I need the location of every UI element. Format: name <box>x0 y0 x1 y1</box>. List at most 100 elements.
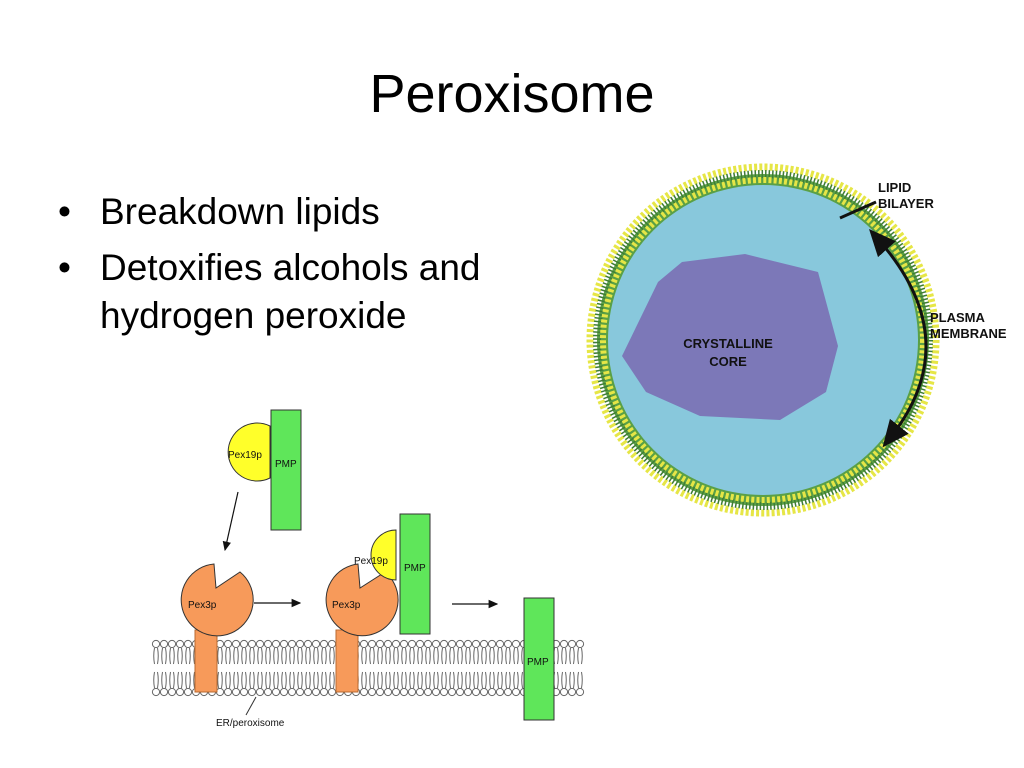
lipid-tail <box>405 671 407 689</box>
lipid-tail <box>461 671 463 689</box>
lipid-tail <box>301 647 303 665</box>
lipid-tail <box>469 647 471 665</box>
lipid-tail <box>481 647 483 665</box>
lipid-head <box>167 687 177 697</box>
lipid-tail <box>381 671 383 689</box>
lipid-tail <box>153 671 155 689</box>
lipid-tail <box>557 647 559 665</box>
lipid-tail <box>421 647 423 665</box>
lipid-tail <box>577 647 579 665</box>
lipid-head <box>511 687 521 697</box>
lipid-tail <box>221 647 223 665</box>
lipid-tail <box>461 647 463 665</box>
bullet-dot: • <box>58 247 71 288</box>
lipid-tail <box>165 671 167 689</box>
lipid-tail <box>425 647 427 665</box>
lipid-tail <box>321 671 323 689</box>
lipid-tail <box>397 647 399 665</box>
pex19p-pmp-complex: PMP Pex19p <box>227 409 302 531</box>
lipid-tail <box>373 647 375 665</box>
lipid-head <box>295 639 305 649</box>
lipid-tail <box>505 671 507 689</box>
lipid-tail <box>233 647 235 665</box>
lipid-head <box>367 639 377 649</box>
lipid-head <box>239 639 249 649</box>
lipid-head <box>367 687 377 697</box>
lipid-head <box>183 687 193 697</box>
lipid-head <box>151 639 161 649</box>
lipid-tail <box>421 671 423 689</box>
lipid-tail <box>225 647 227 665</box>
lipid-head <box>575 687 585 697</box>
lipid-tail <box>237 647 239 665</box>
lipid-tail <box>173 647 175 665</box>
lipid-tail <box>565 671 567 689</box>
lipid-head <box>319 687 329 697</box>
lipid-tail <box>501 647 503 665</box>
lipid-tail <box>513 671 515 689</box>
lipid-head <box>479 687 489 697</box>
lipid-head <box>311 639 321 649</box>
lipid-tail <box>441 671 443 689</box>
lipid-tail <box>513 647 515 665</box>
lipid-tail <box>313 647 315 665</box>
lipid-tail <box>329 647 331 665</box>
lipid-tail <box>157 647 159 665</box>
lipid-head <box>487 639 497 649</box>
lipid-tail <box>269 671 271 689</box>
lipid-head <box>455 687 465 697</box>
lipid-head <box>471 687 481 697</box>
lipid-head <box>383 639 393 649</box>
lipid-tail <box>501 671 503 689</box>
lipid-tail <box>437 647 439 665</box>
lipid-tail <box>289 647 291 665</box>
lipid-head <box>407 639 417 649</box>
lipid-head <box>495 639 505 649</box>
lipid-head <box>159 639 169 649</box>
lipid-head <box>223 639 233 649</box>
lipid-head <box>263 639 273 649</box>
lipid-head <box>175 687 185 697</box>
lipid-tail <box>485 647 487 665</box>
lipid-tail <box>409 647 411 665</box>
pex3p-label: Pex3p <box>188 600 217 611</box>
bullet-text: Breakdown lipids <box>100 191 380 232</box>
lipid-tail <box>189 671 191 689</box>
lipid-tail <box>477 671 479 689</box>
lipid-tail <box>457 647 459 665</box>
lipid-head <box>279 639 289 649</box>
lipid-head <box>287 687 297 697</box>
lipid-head <box>303 687 313 697</box>
pmp-label: PMP <box>275 459 297 470</box>
lipid-head <box>423 639 433 649</box>
lipid-tail <box>381 647 383 665</box>
lipid-tail <box>181 647 183 665</box>
lipid-head <box>511 639 521 649</box>
lipid-head <box>231 639 241 649</box>
lipid-tail <box>413 647 415 665</box>
lipid-head <box>439 639 449 649</box>
lipid-tail <box>169 647 171 665</box>
lipid-tail <box>369 671 371 689</box>
lipid-tail <box>385 671 387 689</box>
pex19p-label: Pex19p <box>354 556 388 567</box>
lipid-tail <box>425 671 427 689</box>
lipid-head <box>303 639 313 649</box>
lipid-tail <box>261 671 263 689</box>
lipid-tail <box>165 647 167 665</box>
lipid-head <box>407 687 417 697</box>
lipid-tail <box>241 671 243 689</box>
lipid-tail <box>445 671 447 689</box>
lipid-head <box>391 687 401 697</box>
lipid-tail <box>237 671 239 689</box>
lipid-tail <box>261 647 263 665</box>
bullet-text: Detoxifies alcohols and hydrogen peroxid… <box>100 247 481 336</box>
lipid-tail <box>309 647 311 665</box>
lipid-head <box>415 639 425 649</box>
lipid-head <box>383 687 393 697</box>
lipid-head <box>487 687 497 697</box>
lipid-tail <box>285 671 287 689</box>
lipid-tail <box>189 647 191 665</box>
lipid-head <box>239 687 249 697</box>
